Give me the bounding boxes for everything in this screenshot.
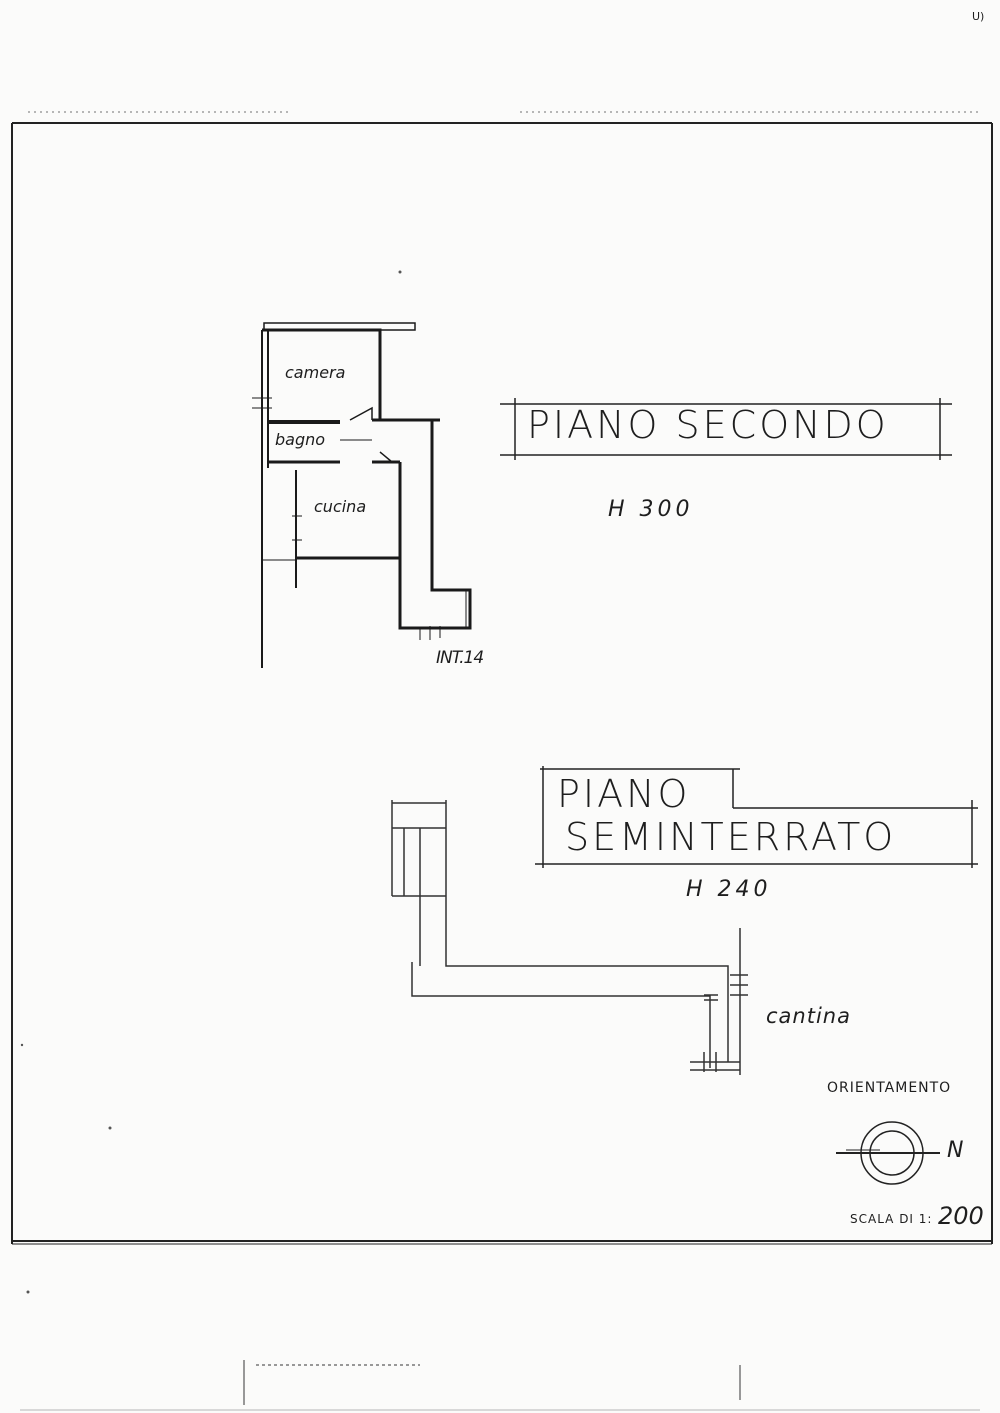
height-piano-seminterrato: H 240 [686, 877, 772, 902]
footer-marks [20, 1360, 980, 1411]
title-piano-seminterrato-line1: PIANO [557, 772, 691, 816]
orientation-label: ORIENTAMENTO [827, 1080, 952, 1096]
title-box-secondo [500, 398, 952, 460]
unit-label: INT.14 [436, 648, 484, 668]
stray-marks [20, 270, 402, 1294]
plan-piano-secondo [252, 322, 472, 668]
scale-label: SCALA DI 1: [850, 1212, 933, 1226]
height-piano-secondo: H 300 [608, 497, 694, 522]
plan-seminterrato [391, 800, 748, 1075]
title-piano-seminterrato-line2: SEMINTERRATO [565, 815, 897, 859]
room-label-cantina: cantina [766, 1004, 851, 1028]
room-label-camera: camera [285, 363, 346, 382]
north-compass-symbol [836, 1121, 940, 1185]
room-label-bagno: bagno [275, 430, 326, 449]
room-label-cucina: cucina [314, 497, 367, 516]
north-label: N [947, 1138, 964, 1163]
title-piano-secondo: PIANO SECONDO [527, 403, 889, 447]
scale-value: 200 [938, 1202, 984, 1230]
sheet-frame [11, 122, 993, 1245]
title-box-seminterrato [535, 766, 978, 868]
corner-mark: U) [972, 10, 985, 23]
